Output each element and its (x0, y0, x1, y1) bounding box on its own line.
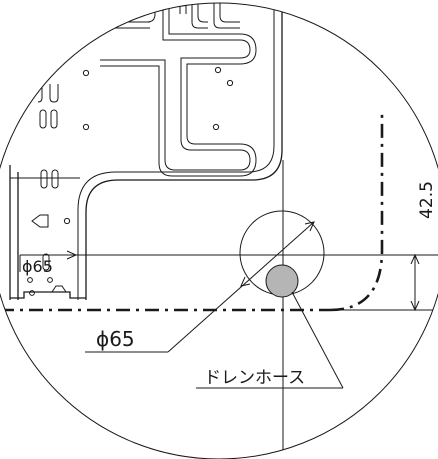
diameter-arrow-top (304, 221, 315, 232)
dim-diameter-main-label: ϕ65 (96, 327, 135, 351)
small-diameter-arrow (66, 250, 78, 260)
slot-marks (27, 84, 59, 296)
dim-42-arrow-top (410, 253, 420, 265)
base-outline-corner (329, 110, 384, 312)
diameter-leader (167, 221, 315, 353)
rib-grooves (99, 3, 257, 177)
dim-height-label: 42.5 (417, 181, 437, 219)
bottom-edge-detail (10, 291, 86, 299)
drain-hose-section (265, 264, 299, 298)
dim-42-arrow-bottom (410, 300, 420, 312)
dim-diameter-small-label: ϕ65 (22, 257, 53, 276)
diameter-arrow-bottom (240, 276, 251, 287)
mounting-holes (63, 66, 234, 225)
drain-hose-label: ドレンホース (204, 368, 305, 388)
plate-inner-outline (77, 3, 275, 300)
drain-hose-leader (291, 291, 344, 389)
plate-outline (85, 3, 283, 300)
bottom-edge-tab (51, 285, 67, 293)
